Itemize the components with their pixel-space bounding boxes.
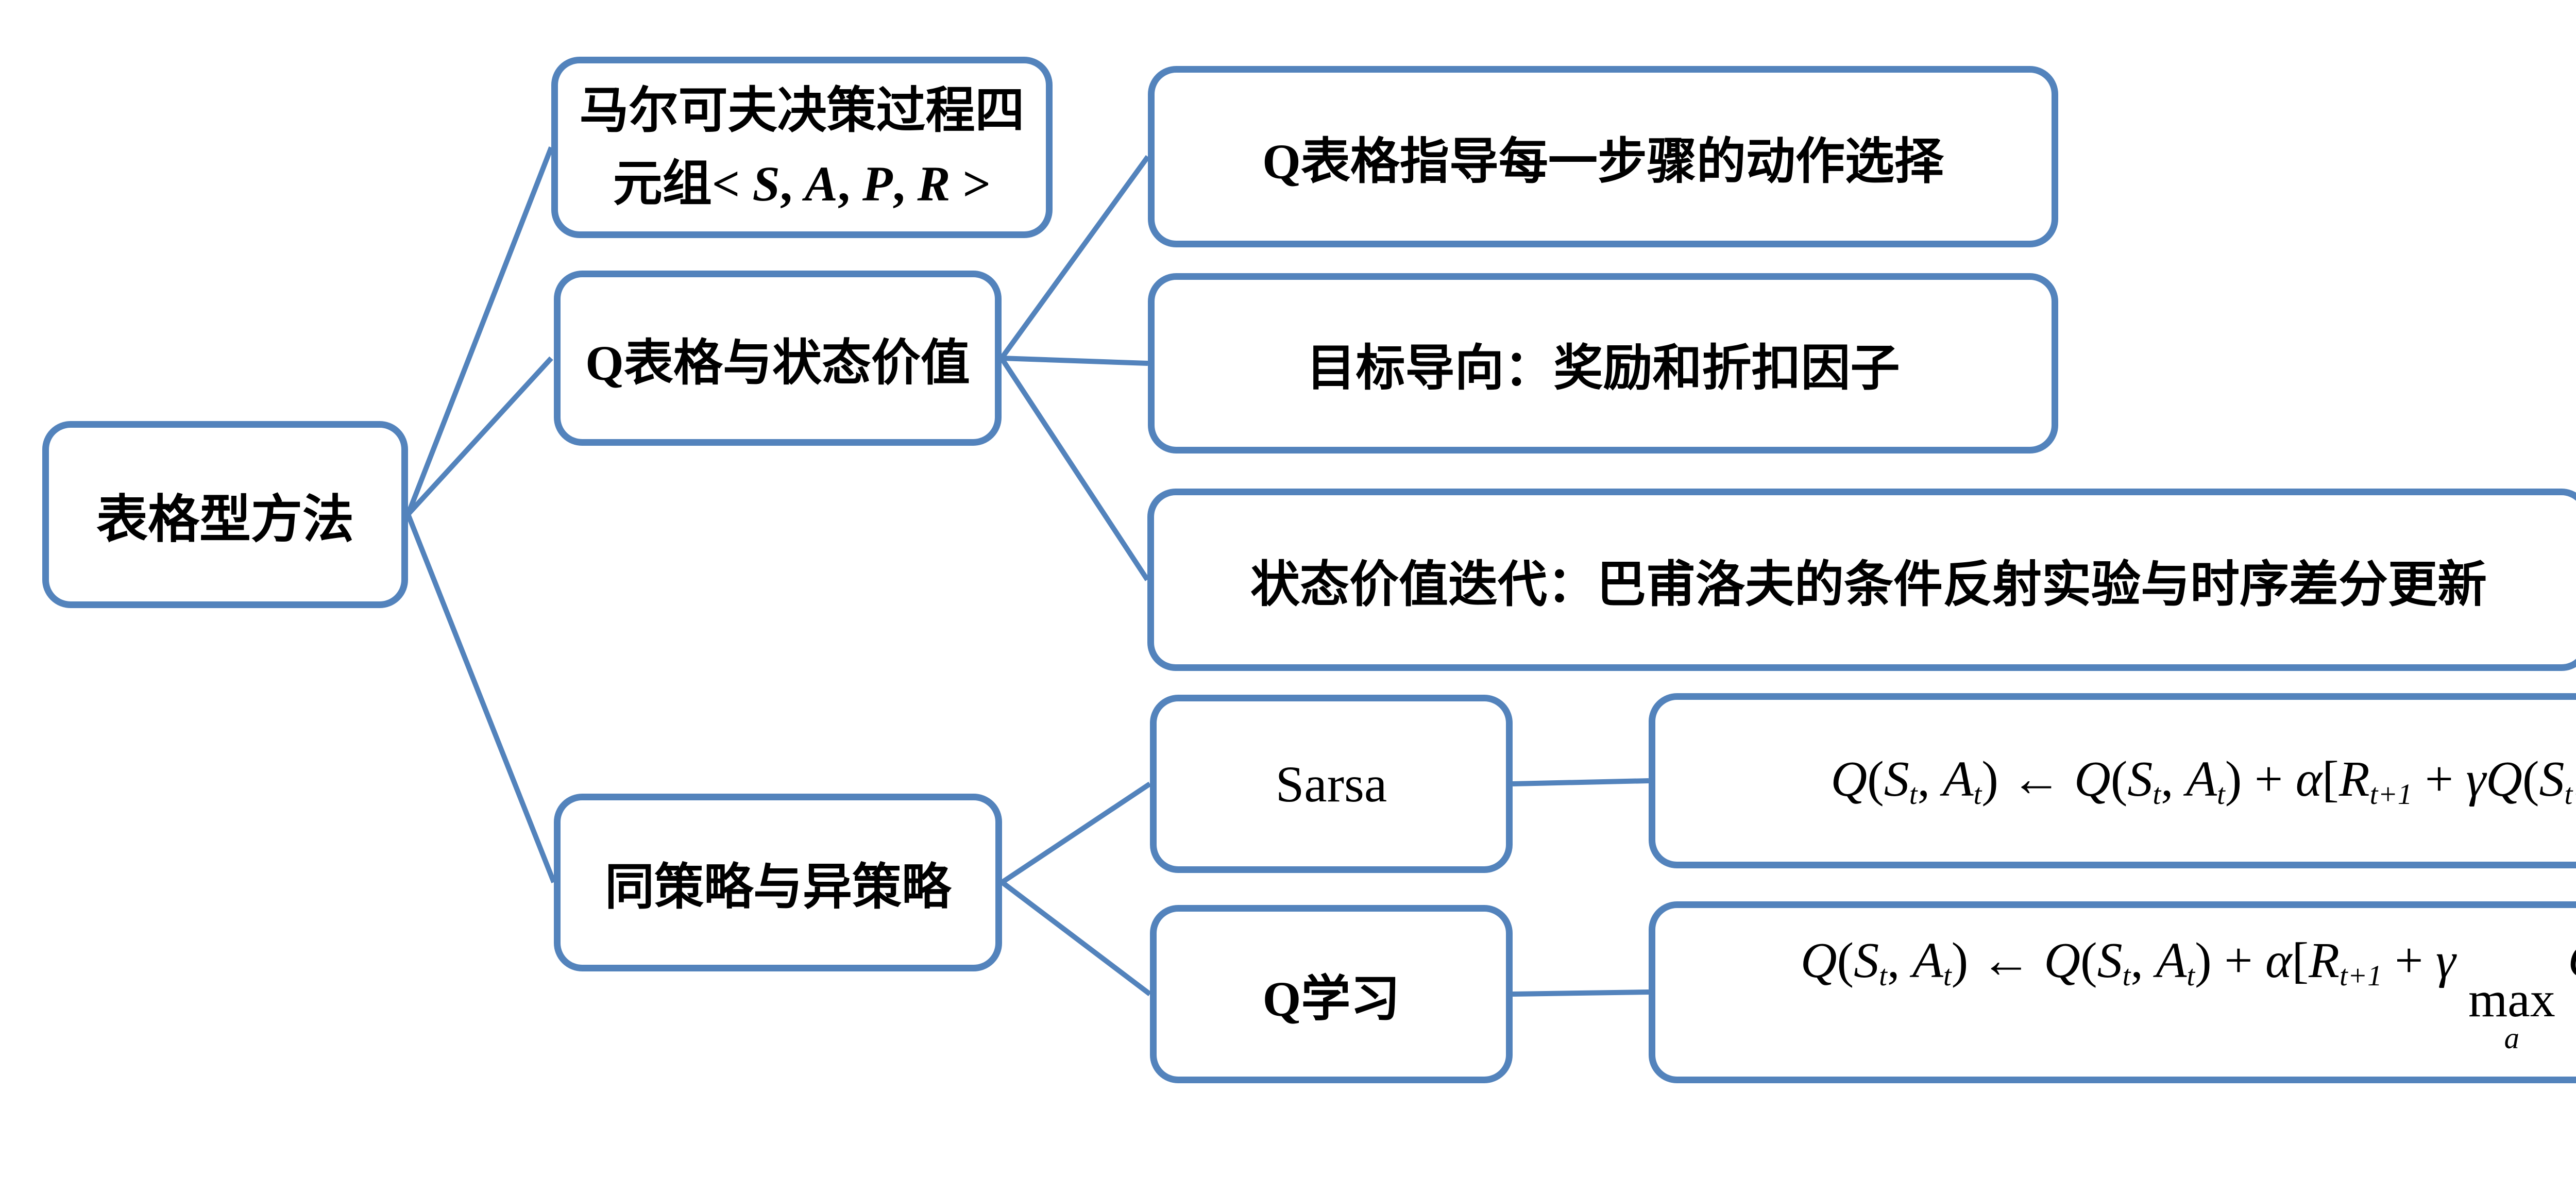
edge-qtable-c2 — [1001, 356, 1148, 366]
edge-sarsa-formula — [1512, 778, 1649, 786]
node-goal-oriented-reward-discount: 目标导向：奖励和折扣因子 — [1148, 273, 2058, 454]
node-label: Q学习 — [1262, 971, 1400, 1027]
node-label: Q表格与状态价值 — [585, 335, 970, 391]
node-q-table-guides-action-selection: Q表格指导每一步骤的动作选择 — [1148, 66, 2058, 247]
edge-qlearn-formula — [1512, 989, 1649, 997]
node-label: 目标导向：奖励和折扣因子 — [1306, 340, 1900, 396]
node-label: 状态价值迭代：巴甫洛夫的条件反射实验与时序差分更新 — [1250, 557, 2487, 612]
edge-onoff-qlearn — [1000, 880, 1152, 996]
node-label-line1: 马尔可夫决策过程四 — [579, 82, 1025, 138]
edge-root-mdp — [405, 146, 554, 515]
edge-qtable-c1 — [999, 155, 1150, 360]
node-root-tabular-methods: 表格型方法 — [42, 421, 408, 608]
node-mdp-four-tuple: 马尔可夫决策过程四 元组< S, A, P, R > — [551, 57, 1053, 238]
edge-root-onoff — [405, 513, 556, 883]
node-label: 同策略与异策略 — [605, 860, 951, 915]
node-state-value-iteration: 状态价值迭代：巴甫洛夫的条件反射实验与时序差分更新 — [1147, 489, 2576, 671]
edge-root-qtable — [406, 356, 553, 516]
node-label: 表格型方法 — [96, 491, 354, 548]
node-sarsa: Sarsa — [1150, 695, 1513, 873]
edge-onoff-sarsa — [1001, 781, 1151, 885]
node-q-learning: Q学习 — [1150, 905, 1513, 1083]
node-on-policy-vs-off-policy: 同策略与异策略 — [554, 794, 1002, 971]
node-label: Sarsa — [1275, 755, 1387, 813]
node-q-table-and-state-value: Q表格与状态价值 — [554, 271, 1002, 446]
sarsa-formula: Q(St, At) ← Q(St, At) + α[Rt+1 + γQ(St+1… — [1831, 751, 2576, 811]
node-sarsa-update-formula: Q(St, At) ← Q(St, At) + α[Rt+1 + γQ(St+1… — [1649, 693, 2576, 868]
node-label: Q表格指导每一步骤的动作选择 — [1262, 133, 1944, 189]
node-label-line2: 元组< S, A, P, R > — [613, 156, 991, 211]
edge-qtable-c3 — [999, 357, 1150, 581]
